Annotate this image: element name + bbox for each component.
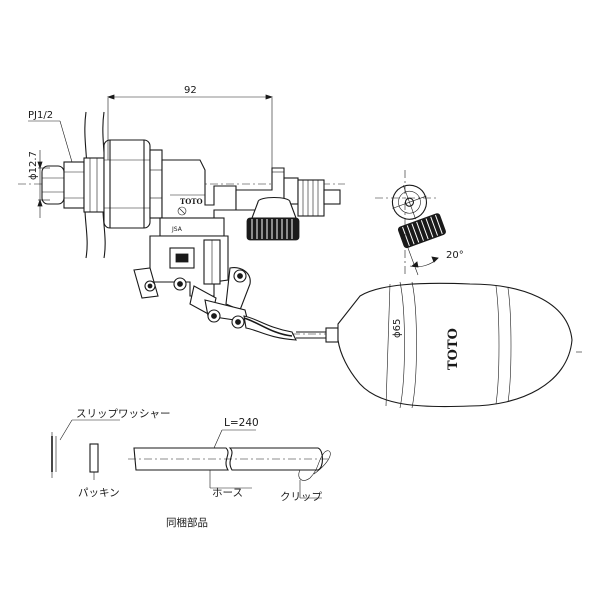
thread-spec-label: PJ1/2 <box>28 110 53 121</box>
hose-label: ホース <box>212 487 243 499</box>
lever-mechanism <box>133 235 251 329</box>
cert-mark: JSA <box>171 226 183 233</box>
pipe-diameter-dimension <box>37 150 50 218</box>
body-brand-mark: TOTO <box>180 197 203 206</box>
hose-length-label: L=240 <box>224 417 259 429</box>
clip-part <box>298 450 331 499</box>
dimension-92 <box>106 94 274 168</box>
angle-indicator <box>375 170 439 276</box>
clip-label: クリップ <box>280 491 322 503</box>
knurled-cap <box>246 196 300 241</box>
slip-washer-part <box>51 419 120 478</box>
section-title: 同梱部品 <box>166 516 208 529</box>
float-ball <box>337 281 582 409</box>
angle-label: 20° <box>446 250 464 261</box>
float-brand-mark: TOTO <box>446 328 461 370</box>
float-arm <box>243 315 352 343</box>
slip-washer-label: スリップワッシャー <box>76 408 171 420</box>
main-hex-nut <box>103 139 163 229</box>
inlet-nut <box>41 157 105 213</box>
width-dimension-label: 92 <box>184 85 197 96</box>
hose-part <box>128 429 330 489</box>
valve-housing <box>159 159 237 237</box>
pipe-diameter-label: ϕ12.7 <box>28 151 39 180</box>
thread-leader <box>28 120 73 163</box>
packing-part <box>89 443 99 480</box>
float-diameter-label: ϕ65 <box>392 319 403 338</box>
packing-label: パッキン <box>78 487 120 499</box>
nozzle-adjuster <box>297 179 341 217</box>
tilted-cap-detail <box>391 184 446 249</box>
